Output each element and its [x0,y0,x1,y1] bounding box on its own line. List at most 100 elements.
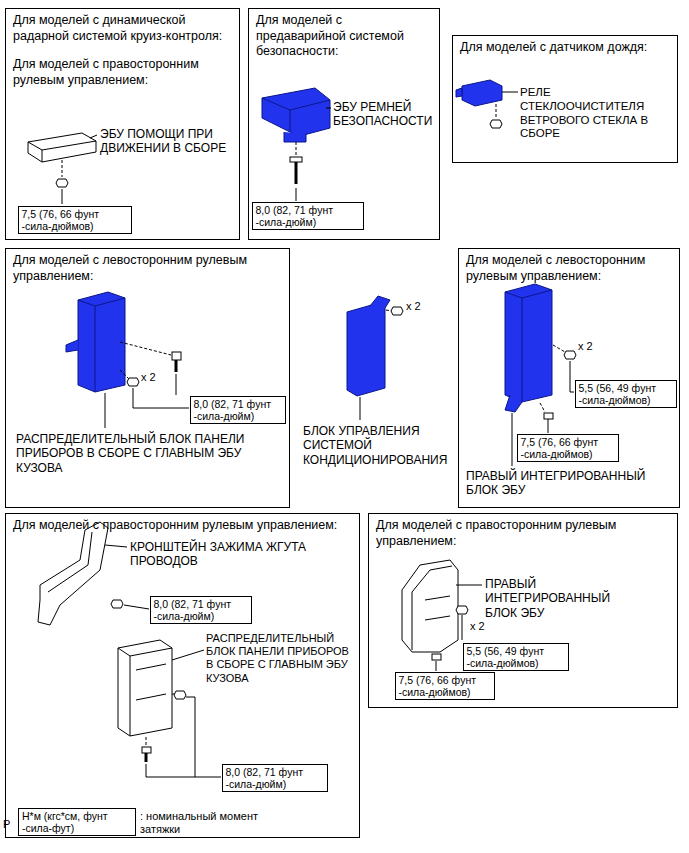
nut-symbol [564,351,576,359]
part-name: КРОНШТЕЙН ЗАЖИМА ЖГУТА ПРОВОДОВ [130,540,350,569]
leader-line [326,108,331,109]
bolt-symbol [290,157,302,162]
leader-line [105,545,127,547]
condition-heading: Для моделей с датчиком дождя: [460,40,670,56]
relay-figure [462,80,502,106]
nut-symbol [391,307,403,315]
nut-symbol [56,179,68,187]
leader-line [124,605,149,609]
leader-line [146,697,221,777]
part-name: ПРАВЫЙ ИНТЕГРИРОВАННЫЙ БЛОК ЭБУ [485,577,620,620]
torque-box: 7,5 (76, 66 фунт -сила-дюймов) [395,672,495,700]
quantity-note: x 2 [141,371,171,384]
torque-box: 8,0 (82, 71 фунт -сила-дюйм) [252,202,364,230]
condition-heading: Для моделей с левосторонним рулевым упра… [13,253,282,284]
leader-line [512,413,513,466]
leader-line [462,615,463,640]
ecu-block-edge [505,290,552,402]
bracket-figure [370,296,390,308]
connector-figure [456,88,462,97]
leader-line [172,650,204,660]
dash-line [62,160,63,177]
condition-heading: Для моделей с предаварийной системой без… [256,13,432,60]
bolt-symbol [145,753,148,762]
leader-line [360,397,361,420]
bolt-symbol [142,747,151,753]
ecu-edge [262,98,330,132]
torque-value: 7,5 (76, 66 фунт -сила-дюймов) [521,436,615,460]
dash-line [540,403,545,412]
bracket-figure [38,522,108,625]
torque-value: 7,5 (76, 66 фунт -сила-дюймов) [399,674,491,698]
condition-heading: Для моделей с левосторонним рулевым упра… [466,253,672,284]
torque-box: 7,5 (76, 66 фунт -сила-дюймов) [517,434,619,462]
nut-symbol [456,606,468,614]
torque-value: Н*м (кгс*см, фунт -сила-фут) [22,810,132,834]
dash-line [120,370,129,379]
part-name: ЭБУ ПОМОЩИ ПРИ ДВИЖЕНИИ В СБОРЕ [100,127,228,156]
bracket-figure [505,395,522,412]
nut-symbol [174,691,186,699]
leader-line [436,661,437,671]
quantity-note: x 2 [470,620,494,633]
bracket-edge [48,532,92,592]
bolt-symbol [544,413,553,419]
bolt-symbol [432,654,441,660]
junction-block-figure [78,292,125,392]
leader-line [90,135,97,138]
torque-value: 8,0 (82, 71 фунт -сила-дюйм) [226,766,324,790]
part-name: БЛОК УПРАВЛЕНИЯ СИСТЕМОЙ КОНДИЦИОНИРОВАН… [303,424,455,467]
bolt-symbol [172,352,181,360]
condition-panel: Для моделей с датчиком дождя: [452,35,678,163]
bolt-symbol [295,162,298,184]
ecu-block-edge [412,566,452,650]
legend-note: : номинальный момент затяжки [140,810,260,836]
dash-line [553,345,565,352]
torque-box: 8,0 (82, 71 фунт -сила-дюйм) [150,596,252,624]
junction-block-edge [118,648,172,736]
unit-box: Н*м (кгс*см, фунт -сила-фут) [18,808,136,836]
torque-box: 5,5 (56, 49 фунт -сила-дюймов) [575,380,677,408]
torque-value: 5,5 (56, 49 фунт -сила-дюймов) [467,645,565,669]
leader-line [105,393,106,428]
part-name: РЕЛЕ СТЕКЛООЧИСТИТЕЛЯ ВЕТРОВОГО СТЕКЛА В… [520,86,676,141]
torque-value: 8,0 (82, 71 фунт -сила-дюйм) [194,398,282,422]
condition-heading: Для моделей с правосторонним рулевым упр… [13,518,352,534]
part-name: РАСПРЕДЕЛИТЕЛЬНЫЙ БЛОК ПАНЕЛИ ПРИБОРОВ В… [16,432,286,475]
junction-block-edge [78,298,125,392]
leader-line [548,419,549,433]
leader-line [502,92,518,93]
condition-panel: Для моделей с динамической радарной сист… [5,8,240,240]
torque-value: 7,5 (76, 66 фунт -сила-дюймов) [22,208,128,232]
leader-line [456,585,482,586]
bracket-figure [66,340,78,352]
torque-box: 8,0 (82, 71 фунт -сила-дюйм) [222,764,328,792]
quantity-note: x 2 [578,340,608,353]
leader-line [62,189,63,204]
torque-value: 5,5 (56, 49 фунт -сила-дюймов) [579,382,673,406]
ecu-block-figure [505,284,552,402]
figure-code: P [3,818,17,831]
ecu-edge [28,141,96,162]
torque-box: 7,5 (76, 66 фунт -сила-дюймов) [18,206,132,234]
nut-symbol [111,600,123,608]
dash-line [296,142,297,155]
dash-line [120,342,171,355]
torque-box: 8,0 (82, 71 фунт -сила-дюйм) [190,396,286,424]
condition-heading: Для моделей с динамической радарной сист… [13,13,232,44]
torque-box: 5,5 (56, 49 фунт -сила-дюймов) [463,643,569,671]
part-name: ЭБУ РЕМНЕЙ БЕЗОПАСНОСТИ [333,100,437,129]
torque-value: 8,0 (82, 71 фунт -сила-дюйм) [154,598,248,622]
ecu-block-figure [402,560,458,652]
nut-symbol [490,120,502,128]
ecu-figure [262,88,330,136]
quantity-note: x 2 [406,300,436,313]
part-name: ПРАВЫЙ ИНТЕГРИРОВАННЫЙ БЛОК ЭБУ [466,469,676,498]
torque-value: 8,0 (82, 71 фунт -сила-дюйм) [256,204,360,228]
bracket-figure [284,132,306,142]
bolt-symbol [175,360,178,372]
condition-heading: Для моделей с правосторонним рулевым упр… [13,57,232,88]
junction-block-figure [118,640,172,736]
leader-line [570,361,574,392]
